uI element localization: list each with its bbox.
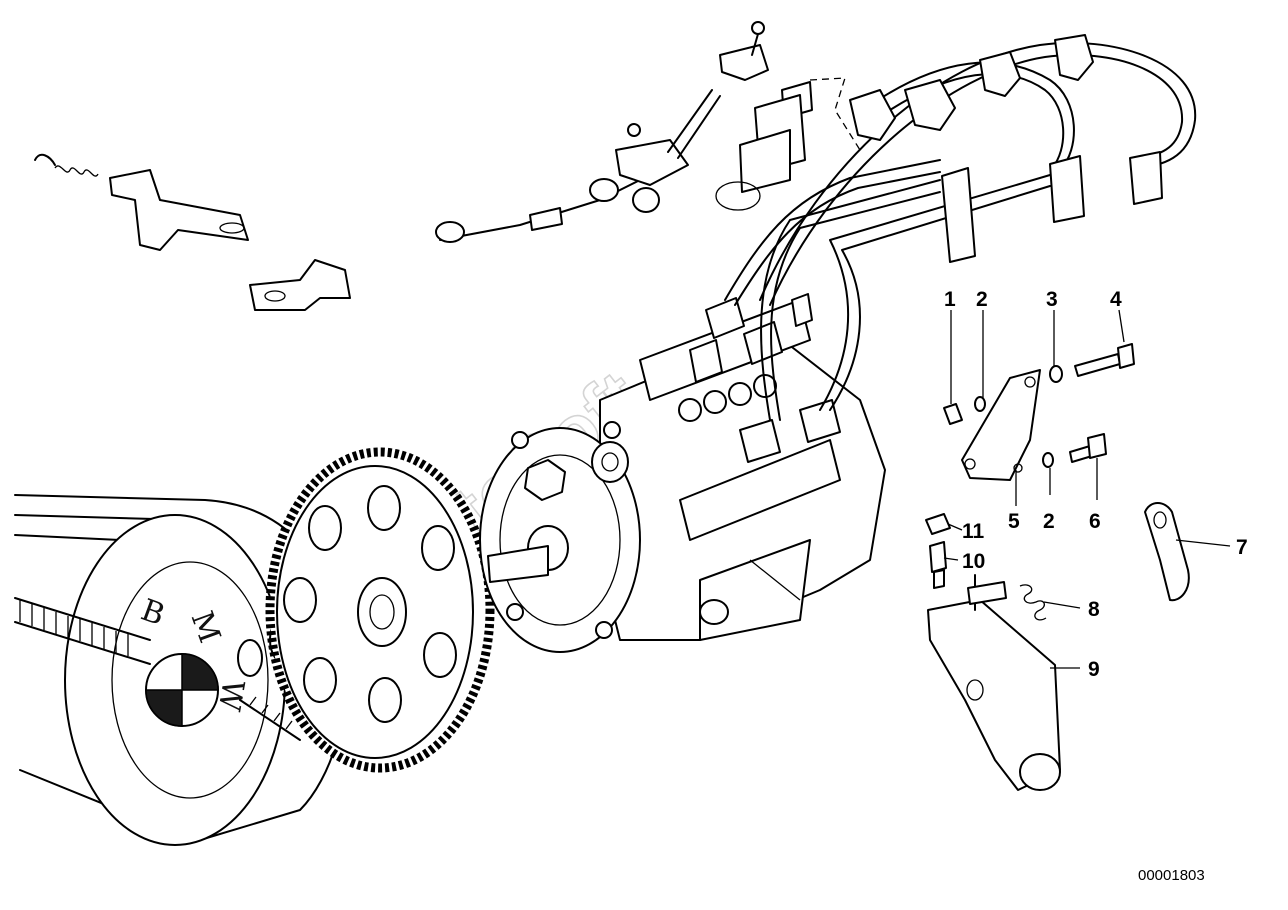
callout-5: 5 — [1008, 510, 1020, 533]
callout-1: 1 — [944, 288, 956, 311]
callout-9: 9 — [1088, 658, 1100, 681]
leader-lines — [943, 309, 1231, 669]
callout-11: 11 — [962, 520, 985, 543]
injector — [715, 77, 861, 211]
callout-labels: 1 2 3 4 5 2 6 7 8 9 10 11 — [944, 288, 1248, 681]
throttle-linkage — [435, 21, 769, 243]
spring-bracket — [34, 153, 249, 251]
belt-pulley-cover: B M W — [14, 494, 349, 846]
callout-4: 4 — [1110, 288, 1122, 311]
document-number: 00001803 — [1138, 867, 1205, 884]
injection-pump — [479, 299, 886, 653]
mounting-bracket-assembly — [943, 343, 1135, 481]
emblem-letter-w: W — [211, 677, 251, 714]
angle-bracket — [249, 259, 351, 311]
line-clamps — [941, 151, 1163, 263]
callout-7: 7 — [1236, 536, 1248, 559]
callout-3: 3 — [1046, 288, 1058, 311]
callout-8: 8 — [1088, 598, 1100, 621]
injection-lines — [689, 34, 1197, 463]
callout-6: 6 — [1089, 510, 1101, 533]
callout-10: 10 — [962, 550, 985, 573]
cold-start-actuator — [925, 513, 1061, 791]
callout-2-bottom: 2 — [1043, 510, 1055, 533]
bracket-7 — [1144, 502, 1190, 602]
toothed-belt — [14, 597, 301, 741]
callout-2-top: 2 — [976, 288, 988, 311]
pump-sprocket — [265, 447, 495, 773]
